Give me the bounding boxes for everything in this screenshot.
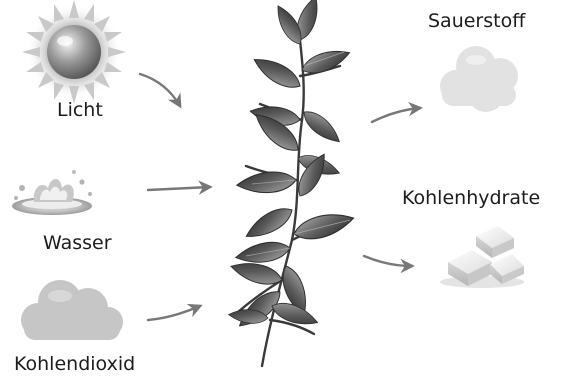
- sun-icon: [22, 0, 126, 104]
- water-label: Wasser: [43, 232, 112, 254]
- carbon-dioxide-label: Kohlendioxid: [14, 353, 135, 375]
- light-label: Licht: [57, 99, 103, 121]
- oxygen-label: Sauerstoff: [428, 10, 525, 32]
- leafy-branch-icon: [228, 0, 356, 366]
- pale-cloud-icon: [440, 46, 518, 112]
- carbohydrates-label: Kohlenhydrate: [402, 187, 540, 209]
- sugar-cubes-icon: [440, 226, 524, 288]
- gray-cloud-icon: [21, 280, 123, 340]
- water-splash-icon: [12, 170, 92, 215]
